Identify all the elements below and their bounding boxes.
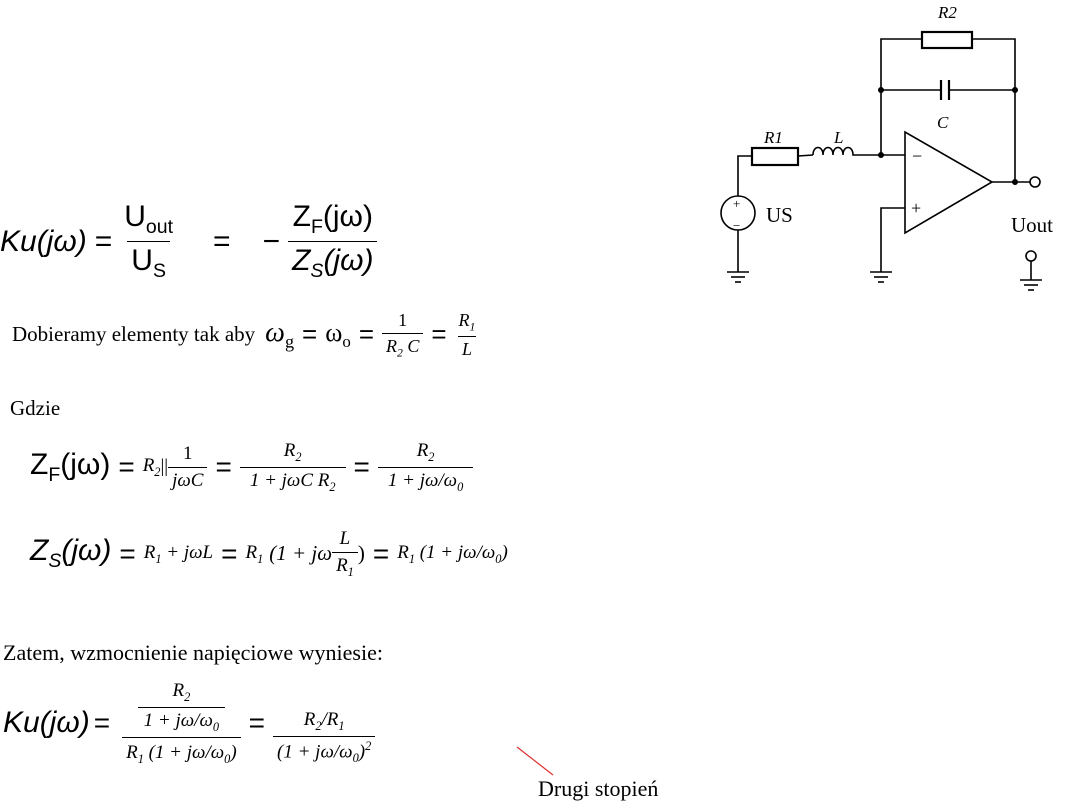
- noninverting-input-sign: +: [911, 198, 921, 218]
- zatem-text: Zatem, wzmocnienie napięciowe wyniesie:: [3, 640, 383, 665]
- gain-definition-equation: Ku(jω) = Uout US = − ZF(jω) ZS(jω): [0, 200, 378, 283]
- r2-label: R2: [937, 3, 957, 22]
- r2-resistor: [920, 30, 974, 50]
- zf-over-zs: ZF(jω) ZS(jω): [288, 200, 378, 283]
- svg-text:+: +: [733, 196, 740, 211]
- c-label: C: [937, 113, 949, 132]
- ku-symbol: Ku(jω): [0, 224, 87, 258]
- us-label: US: [766, 203, 793, 227]
- gdzie-label: Gdzie: [10, 396, 61, 420]
- uout-over-us: Uout US: [124, 200, 174, 282]
- r1-label: R1: [763, 128, 783, 147]
- zs-paren-open-term: (1 + jω: [269, 541, 333, 566]
- annotation-pointer-line: [516, 746, 554, 776]
- inductor: [812, 146, 863, 156]
- uout-label: Uout: [1011, 213, 1053, 237]
- annotation-second-order: Drugi stopień: [538, 776, 659, 801]
- circuit-diagram: R2 C R1 L US Uout − + + −: [720, 3, 1053, 291]
- r1-resistor: [750, 146, 800, 167]
- svg-text:−: −: [733, 218, 740, 233]
- inverting-input-sign: −: [912, 146, 922, 166]
- opamp: [904, 130, 994, 235]
- l-label: L: [833, 128, 843, 147]
